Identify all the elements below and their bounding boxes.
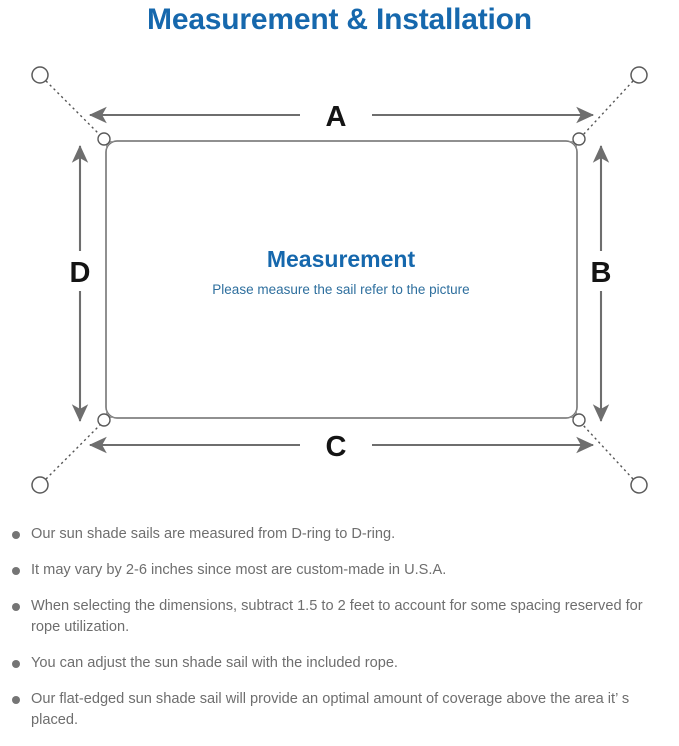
d-rings — [97, 132, 586, 427]
dimension-label-c: C — [326, 431, 347, 463]
rope-lines — [45, 80, 634, 480]
bullet-icon — [12, 660, 20, 668]
measurement-diagram: A C D B Measurement Please measure the s… — [0, 48, 679, 518]
list-item: You can adjust the sun shade sail with t… — [0, 653, 679, 674]
anchor-top-right-icon — [630, 66, 648, 84]
d-ring-bottom-right-icon — [572, 413, 586, 427]
notes-list: Our sun shade sails are measured from D-… — [0, 524, 679, 746]
rope-top-left — [45, 80, 102, 137]
bullet-icon — [12, 567, 20, 575]
rope-bottom-left — [45, 423, 102, 480]
note-text: When selecting the dimensions, subtract … — [31, 598, 643, 635]
bullet-icon — [12, 531, 20, 539]
note-text: Our sun shade sails are measured from D-… — [31, 526, 396, 542]
d-ring-bottom-right-fill — [566, 407, 577, 418]
list-item: Our flat-edged sun shade sail will provi… — [0, 689, 679, 731]
dimension-arrows — [71, 106, 610, 454]
d-ring-top-left-fill — [106, 141, 117, 152]
rope-top-right — [581, 80, 634, 137]
d-ring-top-right-icon — [572, 132, 586, 146]
bullet-icon — [12, 696, 20, 704]
sail-body — [105, 140, 578, 419]
note-text: You can adjust the sun shade sail with t… — [31, 655, 398, 671]
dimension-label-a: A — [326, 101, 347, 133]
anchor-bottom-left-icon — [31, 476, 49, 494]
d-ring-top-right-fill — [566, 141, 577, 152]
anchor-rings — [31, 66, 648, 494]
measurement-diagram-svg: A C D B Measurement Please measure the s… — [31, 66, 648, 494]
anchor-bottom-right-icon — [630, 476, 648, 494]
d-ring-top-left-icon — [97, 132, 111, 146]
page-title: Measurement & Installation — [147, 3, 532, 36]
d-ring-bottom-left-icon — [97, 413, 111, 427]
d-ring-bottom-left-fill — [106, 407, 117, 418]
note-text: Our flat-edged sun shade sail will provi… — [31, 691, 630, 728]
sail-center-title: Measurement — [267, 246, 416, 272]
list-item: When selecting the dimensions, subtract … — [0, 596, 679, 638]
dimension-label-b: B — [591, 257, 612, 289]
anchor-top-left-icon — [31, 66, 49, 84]
rope-bottom-right — [581, 423, 634, 480]
dimension-label-d: D — [70, 257, 91, 289]
list-item: Our sun shade sails are measured from D-… — [0, 524, 679, 545]
bullet-icon — [12, 603, 20, 611]
sail-center-subtitle: Please measure the sail refer to the pic… — [212, 282, 469, 297]
list-item: It may vary by 2-6 inches since most are… — [0, 560, 679, 581]
note-text: It may vary by 2-6 inches since most are… — [31, 562, 447, 578]
